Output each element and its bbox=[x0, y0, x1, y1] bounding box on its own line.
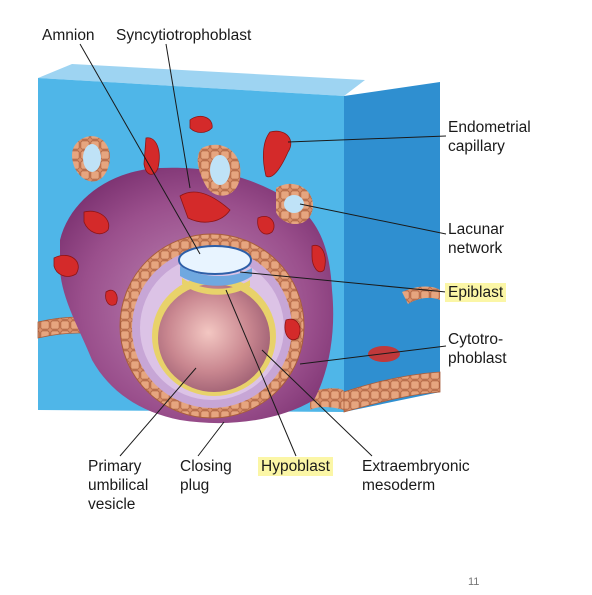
side-epithelium bbox=[343, 371, 441, 413]
label-extraembryonic-mesoderm: Extraembryonic mesoderm bbox=[362, 458, 470, 494]
endometrium-top-face bbox=[38, 64, 365, 96]
label-primary-umbilical-vesicle: Primary umbilical vesicle bbox=[88, 458, 149, 513]
label-lacunar-network: Lacunar network bbox=[448, 221, 505, 257]
label-hypoblast: Hypoblast bbox=[258, 457, 333, 476]
page-number: 11 bbox=[468, 576, 480, 588]
label-epiblast: Epiblast bbox=[445, 283, 507, 302]
label-endometrial-capillary: Endometrial capillary bbox=[448, 119, 531, 155]
amniotic-cavity bbox=[178, 245, 252, 275]
hypoblast-layer bbox=[182, 278, 250, 295]
leader-lines bbox=[79, 43, 447, 457]
endometrium-side-face bbox=[344, 82, 440, 412]
glands bbox=[72, 136, 314, 225]
capillaries bbox=[53, 115, 326, 341]
label-syncytiotrophoblast: Syncytiotrophoblast bbox=[116, 27, 252, 44]
label-closing-plug: Closing plug bbox=[180, 458, 232, 494]
label-amnion: Amnion bbox=[42, 27, 95, 44]
label-cytotrophoblast: Cytotro- phoblast bbox=[448, 331, 507, 367]
epiblast-layer bbox=[180, 266, 252, 286]
